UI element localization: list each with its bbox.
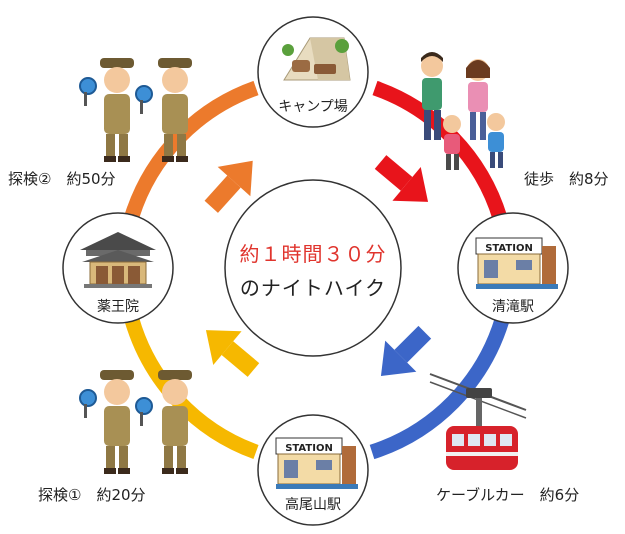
node-label-camp: キャンプ場 [278, 99, 348, 115]
arc-explore2-orange [124, 80, 259, 219]
segment-label-cable: ケーブルカー 約6分 [436, 486, 580, 504]
station-sign-text: STATION [285, 443, 333, 454]
arrow-blue-icon [380, 325, 432, 377]
segment-label-walk: 徒歩 約8分 [524, 170, 609, 188]
arrow-yellow-icon [205, 330, 260, 377]
arrow-orange-icon [204, 160, 253, 213]
segment-label-explore2: 探検② 約50分 [8, 170, 116, 188]
direction-arrows [204, 155, 432, 377]
center-title-line2: のナイトハイク [239, 276, 387, 300]
station-building-icon: STATION [475, 237, 558, 289]
node-label-yakuoin: 薬王院 [97, 299, 139, 315]
explorer-kids-icon [79, 58, 192, 162]
node-label-takaosan: 高尾山駅 [285, 497, 341, 513]
center-circle [224, 179, 402, 357]
station-building-icon: STATION [275, 437, 358, 489]
node-label-kiyotaki: 清滝駅 [492, 299, 534, 315]
center-title-line1: 約１時間３０分 [239, 242, 387, 266]
explorer-kids-icon [79, 370, 192, 474]
arc-cable-blue [369, 317, 510, 460]
family-walking-icon [421, 52, 505, 170]
arrow-red-icon [374, 155, 429, 202]
segment-label-explore1: 探検① 約20分 [38, 486, 146, 504]
arc-explore1-yellow [124, 317, 259, 460]
station-sign-text: STATION [485, 243, 533, 254]
cable-car-icon [429, 373, 527, 470]
tent-icon [282, 37, 351, 81]
temple-icon [80, 232, 156, 288]
